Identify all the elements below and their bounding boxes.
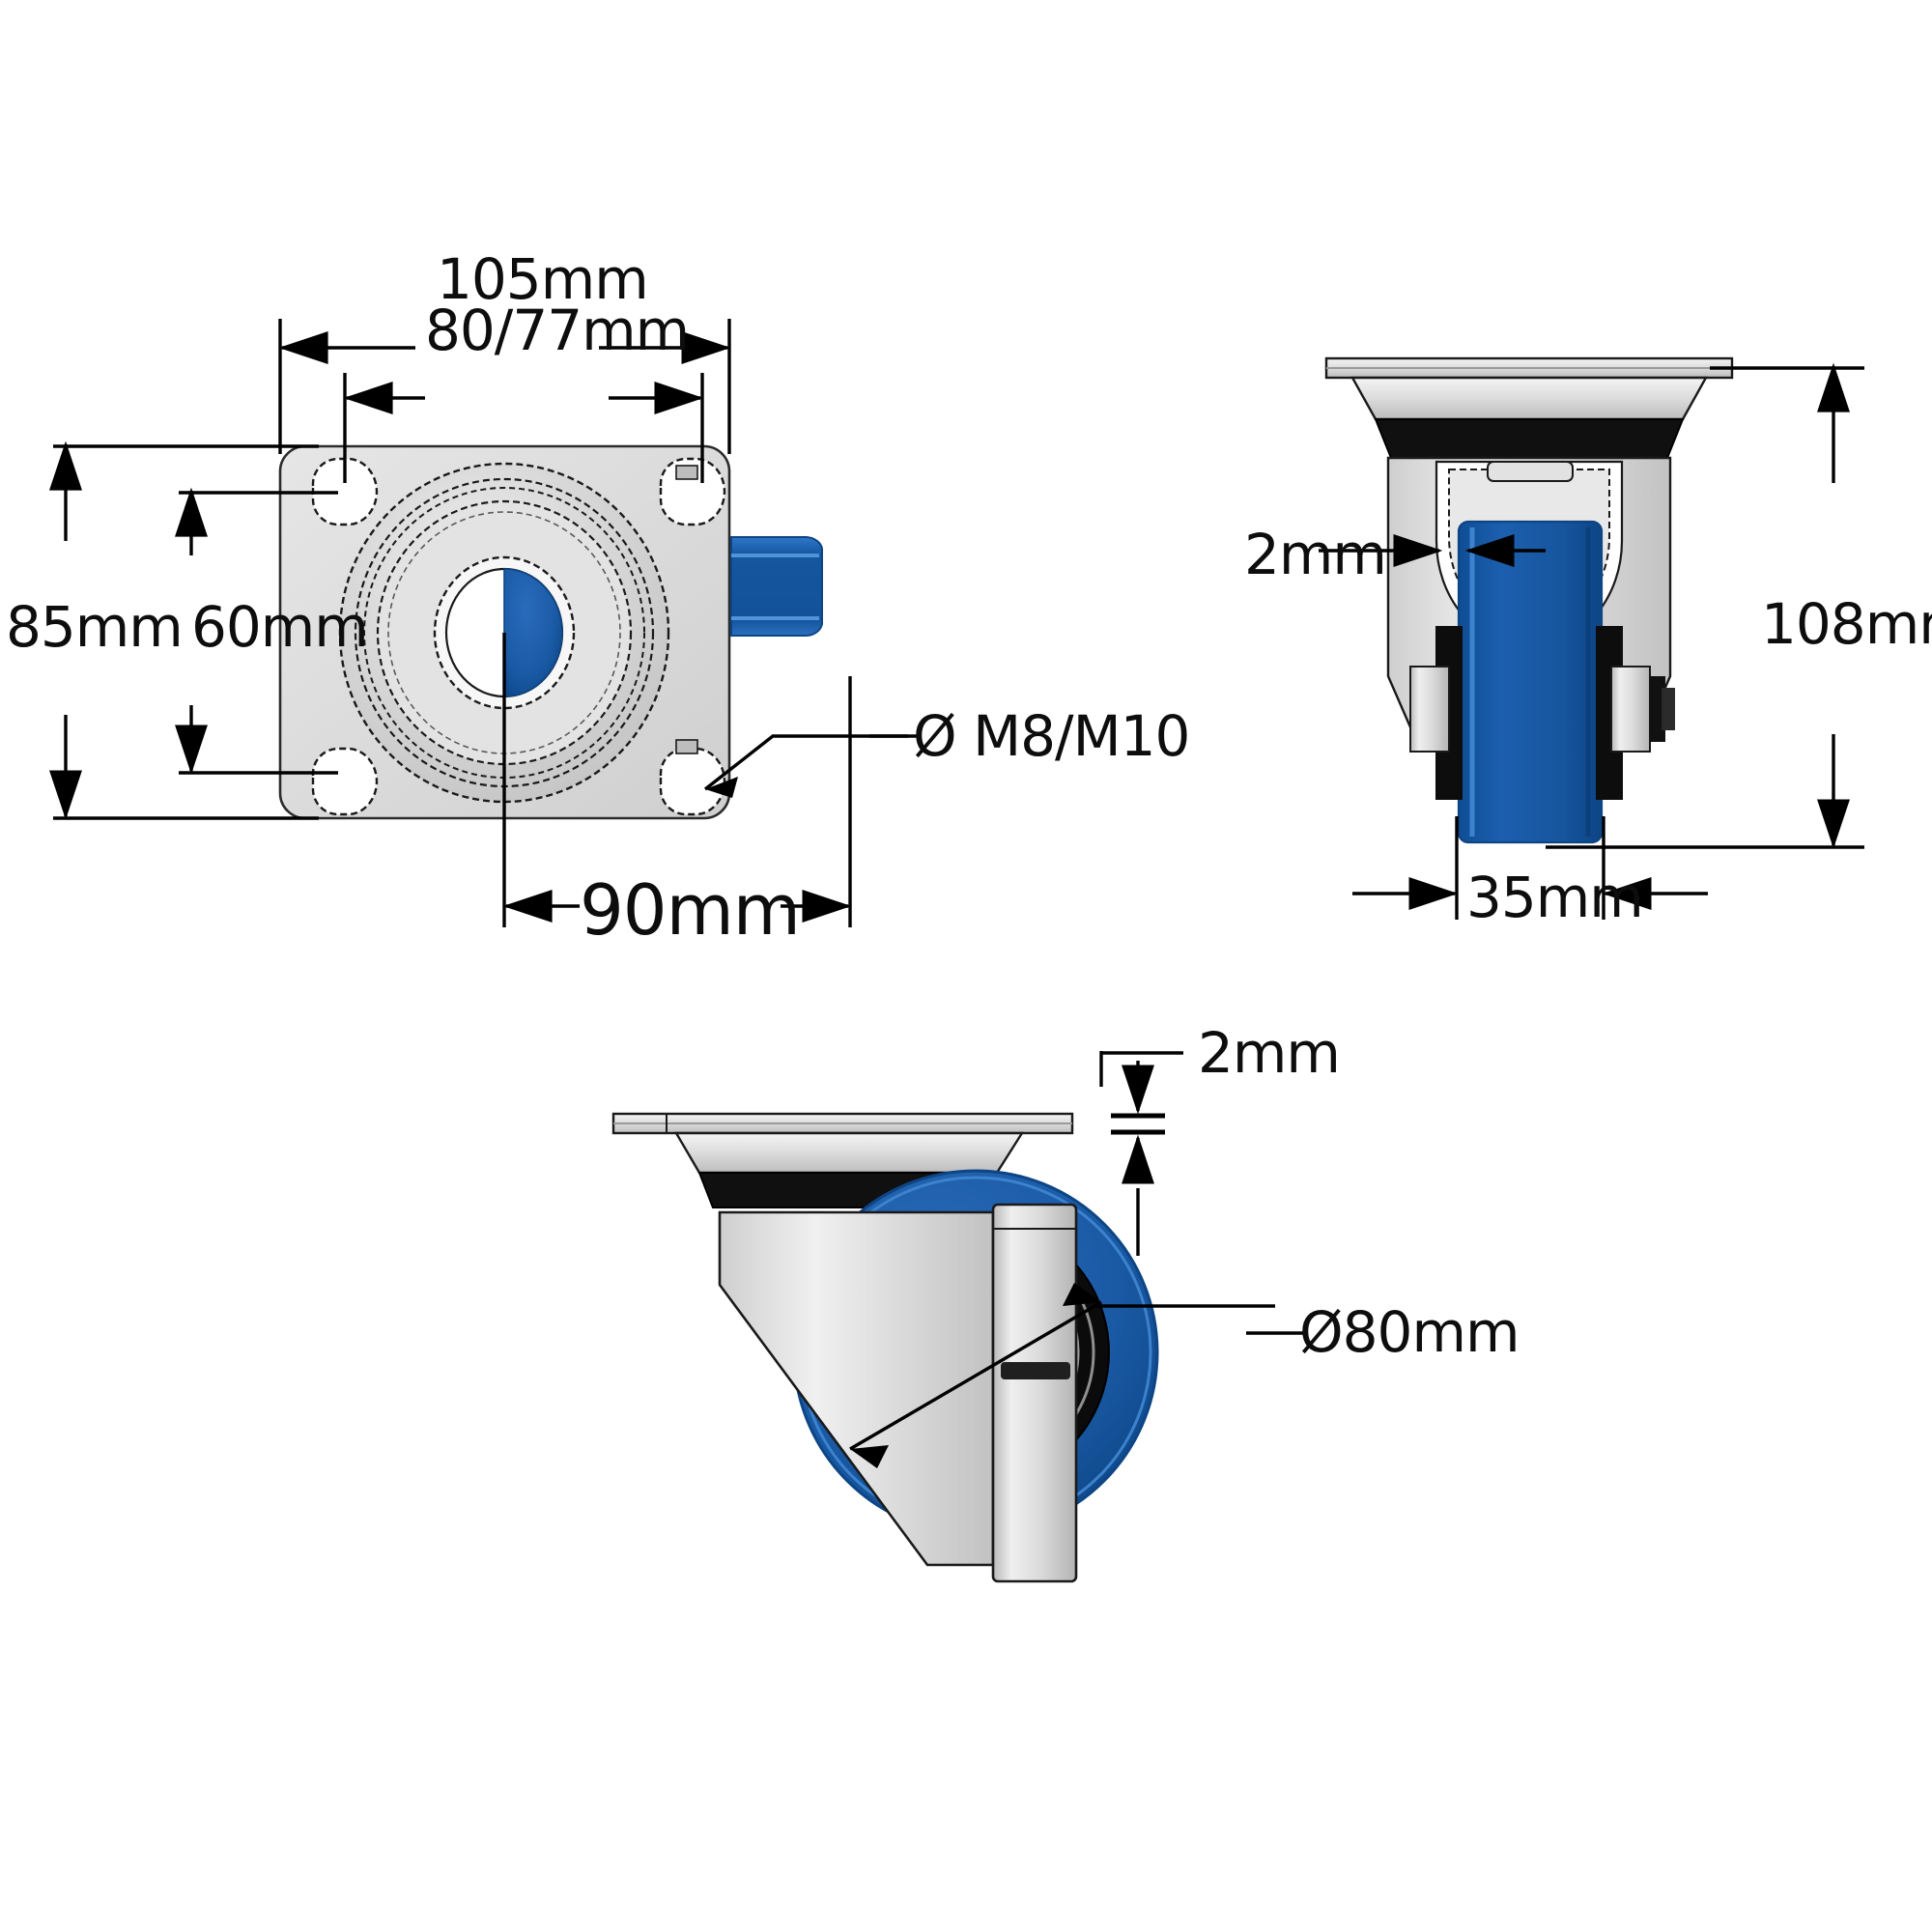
view-top-plate bbox=[49, 319, 918, 927]
dim-label-plate-width: 105mm bbox=[437, 246, 649, 312]
leader-m8-m10 bbox=[703, 734, 918, 798]
dim-label-wheel-width: 35mm bbox=[1466, 865, 1644, 930]
dim-label-plate-thickness: 2mm bbox=[1198, 1020, 1341, 1086]
dim-label-wheel-diameter: Ø80mm bbox=[1299, 1299, 1520, 1365]
view-side bbox=[611, 1051, 1304, 1583]
dim-label-overall-height: 108mm bbox=[1761, 591, 1932, 657]
dim-90mm bbox=[502, 633, 852, 927]
dim-105mm bbox=[278, 319, 731, 454]
dim-label-plate-height: 85mm bbox=[6, 594, 184, 660]
leader-dia-80mm bbox=[849, 1283, 1304, 1468]
dim-label-bolt-hole-span-x: 80/77mm bbox=[425, 298, 690, 363]
dim-60mm bbox=[175, 487, 338, 775]
dim-108mm bbox=[1546, 362, 1864, 849]
wheel-edge-top-view bbox=[730, 536, 823, 637]
dim-label-bolt-thread: Ø M8/M10 bbox=[913, 703, 1190, 769]
dim-35mm bbox=[1352, 816, 1708, 920]
dim-label-overall-depth: 90mm bbox=[580, 869, 801, 951]
dim-8077mm bbox=[343, 373, 704, 483]
view-front bbox=[1319, 356, 1864, 920]
dim-label-bolt-hole-span-y: 60mm bbox=[191, 594, 369, 660]
wheel-front bbox=[1457, 520, 1604, 844]
dim-85mm bbox=[49, 440, 319, 820]
dim-2mm-side bbox=[1099, 1051, 1183, 1256]
bolt-holes bbox=[311, 457, 726, 816]
dim-label-tread-offset: 2mm bbox=[1244, 522, 1387, 587]
